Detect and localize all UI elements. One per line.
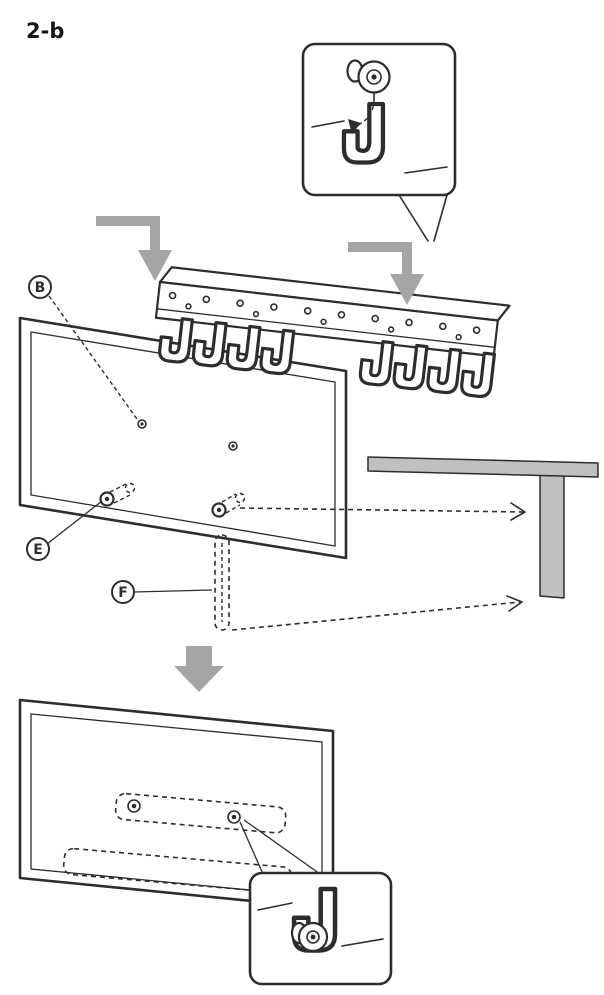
callout-tail-line: [433, 194, 448, 242]
shoulder-screw-icon: [346, 59, 391, 94]
part-label-b-text: B: [35, 280, 46, 296]
bracket-edge-line: [341, 938, 384, 947]
hooked-screw-detail-callout: [248, 871, 393, 986]
mounted-screw-right: [227, 810, 241, 824]
step-down-arrow: [174, 646, 224, 692]
screw-hook-detail-callout: [301, 42, 457, 242]
hook-icon: [459, 349, 497, 400]
part-label-e: E: [26, 500, 103, 561]
tv-rear-panel-upper: B E F: [18, 275, 348, 631]
placement-arrow-left: [96, 216, 172, 281]
hook-icon: [190, 318, 228, 369]
screw-hole-b: [137, 419, 147, 429]
leader-line-e: [46, 500, 103, 545]
part-label-f-text: F: [118, 585, 128, 601]
callout-leader-line: [243, 819, 321, 875]
hook-icon: [157, 315, 194, 365]
screw-e: [99, 482, 136, 507]
hook-icon: [258, 326, 296, 377]
part-label-e-text: E: [33, 542, 43, 558]
bracket-edge-line: [311, 120, 345, 128]
bracket-fold-line: [156, 308, 495, 348]
wall-mount-bracket: [154, 266, 511, 400]
part-label-b: B: [28, 275, 138, 420]
spacer-strip-f: [214, 534, 230, 631]
callout-leader-line: [239, 821, 264, 875]
hook-icon: [224, 322, 262, 373]
part-label-f: F: [111, 580, 213, 604]
wall-top-edge: [367, 456, 599, 478]
hidden-bracket-outline-upper: [114, 792, 287, 834]
alignment-arrow-top: [239, 502, 526, 521]
hook-icon: [391, 341, 429, 392]
bracket-holes: [168, 291, 481, 341]
wall-vertical-face: [539, 472, 565, 599]
leader-line-b: [48, 295, 138, 420]
leader-line-f: [133, 589, 213, 593]
screw-lower: [211, 492, 246, 518]
bracket-edge-line: [404, 166, 448, 174]
screw-hole-center: [228, 441, 238, 451]
callout-tail-line: [398, 194, 429, 242]
wall-edge: [367, 456, 599, 599]
bracket-edge-line: [257, 902, 293, 911]
mounted-screw-left: [127, 799, 141, 813]
alignment-arrow-bottom: [231, 595, 523, 631]
insert-arrowhead: [348, 119, 361, 134]
hook-icon: [425, 345, 463, 396]
shoulder-screw-icon: [290, 921, 329, 953]
placement-arrow-right: [348, 242, 424, 305]
step-label: 2-b: [26, 19, 64, 43]
hook-icon: [357, 337, 395, 388]
